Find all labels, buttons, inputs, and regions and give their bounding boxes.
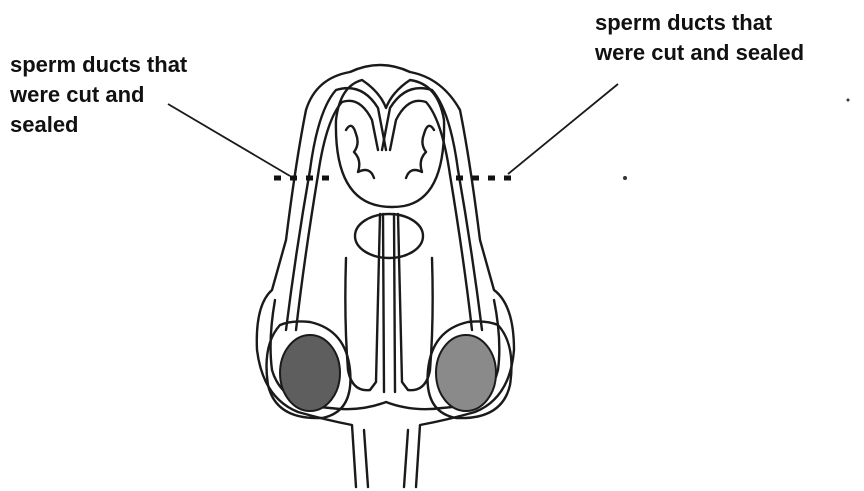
right-label-line-1: sperm ducts that (595, 8, 863, 38)
penis-shaft-lines (364, 430, 408, 487)
left-label-line-3: sealed (10, 110, 260, 140)
prostate-gland (355, 214, 423, 258)
left-testis (280, 335, 340, 411)
right-leader-line (508, 84, 618, 174)
right-seminal-vesicle (406, 126, 434, 178)
speck (623, 176, 627, 180)
right-label-line-2: were cut and sealed (595, 38, 863, 68)
bladder (336, 80, 444, 207)
right-testis (436, 335, 496, 411)
left-label-line-1: sperm ducts that (10, 50, 260, 80)
left-duct-label: sperm ducts that were cut and sealed (10, 50, 260, 140)
left-seminal-vesicle (346, 126, 374, 178)
speck (847, 99, 850, 102)
left-label-line-2: were cut and (10, 80, 260, 110)
right-duct-label: sperm ducts that were cut and sealed (595, 8, 863, 68)
penis-outline (345, 214, 380, 390)
urethra (383, 214, 395, 392)
penis-outline-right (398, 214, 433, 390)
